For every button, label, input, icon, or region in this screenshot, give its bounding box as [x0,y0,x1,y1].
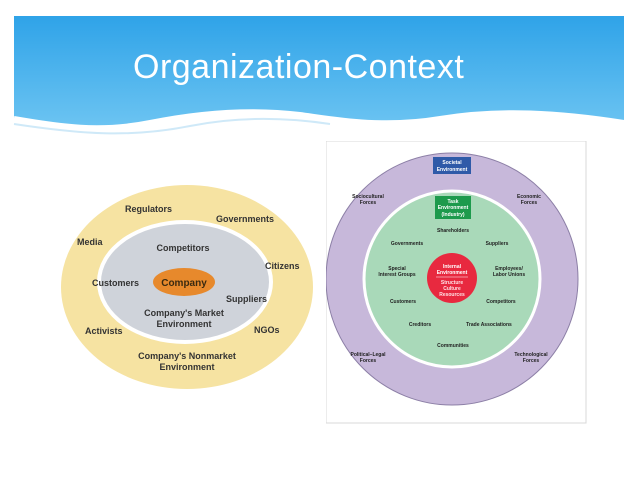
task-line1: Task [447,199,458,205]
internal-line2: Environment [437,270,468,276]
technological-line2: Forces [523,358,540,364]
special-interest-line1: Special [388,266,406,272]
task-environment-box [435,196,471,219]
organization-environment-diagram: Societal Environment Task Environment (I… [325,140,587,424]
header-wave-graphic [13,16,625,135]
task-line2: Environment [438,205,469,211]
employees-line1: Employees/ [495,266,523,272]
competitors-label: Competitors [156,243,209,253]
communities-label: Communities [437,343,469,349]
customers-label: Customers [92,278,139,288]
internal-environment-circle [427,253,477,303]
internal-line1: Internal [443,264,462,270]
internal-item-resources: Resources [439,292,465,298]
customers-task-label: Customers [390,299,416,305]
slide-title: Organization-Context [133,48,465,86]
media-label: Media [77,237,104,247]
societal-environment-box [433,157,471,174]
suppliers-label: Suppliers [226,294,267,304]
special-interest-line2: Interest Groups [378,272,415,278]
nonmarket-name-line1: Company's Nonmarket [138,351,236,361]
creditors-label: Creditors [409,322,431,328]
societal-line2: Environment [437,167,468,173]
market-name-line2: Environment [156,319,211,329]
ngos-label: NGOs [254,325,280,335]
nonmarket-environment-diagram: Company Regulators Governments Media Cit… [60,185,315,390]
company-label: Company [161,278,207,289]
sociocultural-line2: Forces [360,200,377,206]
regulators-label: Regulators [125,204,172,214]
political-line1: Political–Legal [350,352,386,358]
economic-line2: Forces [521,200,538,206]
nonmarket-name-line2: Environment [159,362,214,372]
governments-label: Governments [216,214,274,224]
task-line3: (Industry) [441,212,464,218]
political-line2: Forces [360,358,377,364]
technological-line1: Technological [514,352,548,358]
shareholders-label: Shareholders [437,228,469,234]
internal-item-culture: Culture [443,286,461,292]
activists-label: Activists [85,326,123,336]
header-banner: Organization-Context [0,0,638,160]
sociocultural-line1: Sociocultural [352,194,384,200]
citizens-label: Citizens [265,261,300,271]
suppliers-task-label: Suppliers [486,241,509,247]
societal-line1: Societal [442,160,462,166]
economic-line1: Economic [517,194,541,200]
governments-task-label: Governments [391,241,423,247]
internal-item-structure: Structure [441,280,463,286]
market-name-line1: Company's Market [144,308,224,318]
company-core [153,268,215,296]
competitors-task-label: Competitors [486,299,516,305]
trade-associations-label: Trade Associations [466,322,512,328]
employees-line2: Labor Unions [493,272,525,278]
